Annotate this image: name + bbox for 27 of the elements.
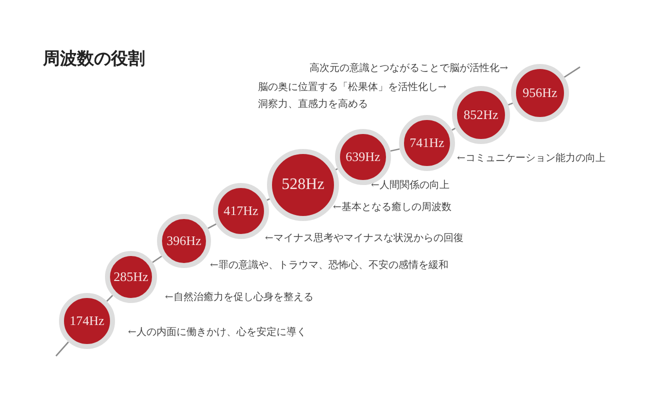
description-text: 脳の奥に位置する「松果体」を活性化し→洞察力、直感力を高める xyxy=(258,80,448,112)
connector-line xyxy=(208,223,217,230)
description-text: ←自然治癒力を促し心身を整える xyxy=(165,290,314,305)
description-text: ←基本となる癒しの周波数 xyxy=(333,200,452,215)
frequency-label: 396Hz xyxy=(166,233,202,249)
description-text: ←人間関係の向上 xyxy=(371,178,450,193)
description-text: ←人の内面に働きかけ、心を安定に導く xyxy=(128,326,306,340)
frequency-label: 741Hz xyxy=(410,135,444,151)
description-text: ←コミュニケーション能力の向上 xyxy=(457,152,606,166)
connector-line xyxy=(152,256,162,263)
description-text: 高次元の意識とつながることで脳が活性化→ xyxy=(310,62,508,76)
frequency-label: 174Hz xyxy=(70,313,104,329)
frequency-circle xyxy=(157,214,211,268)
frequency-label: 528Hz xyxy=(282,176,324,194)
title: 周波数の役割 xyxy=(43,48,145,70)
frequency-label: 852Hz xyxy=(464,107,498,123)
connector-line xyxy=(55,342,69,356)
frequency-label: 417Hz xyxy=(224,203,258,219)
frequency-label: 285Hz xyxy=(114,269,148,285)
frequency-circle xyxy=(59,293,115,349)
description-text: ←罪の意識や、トラウマ、恐怖心、不安の感情を緩和 xyxy=(210,258,448,273)
frequency-circle xyxy=(105,251,157,303)
frequency-label: 956Hz xyxy=(522,85,558,101)
frequency-label: 639Hz xyxy=(346,149,380,165)
description-text: ←マイナス思考やマイナスな状況からの回復 xyxy=(265,232,464,246)
connector-line xyxy=(564,66,580,78)
connector-line xyxy=(390,148,400,152)
